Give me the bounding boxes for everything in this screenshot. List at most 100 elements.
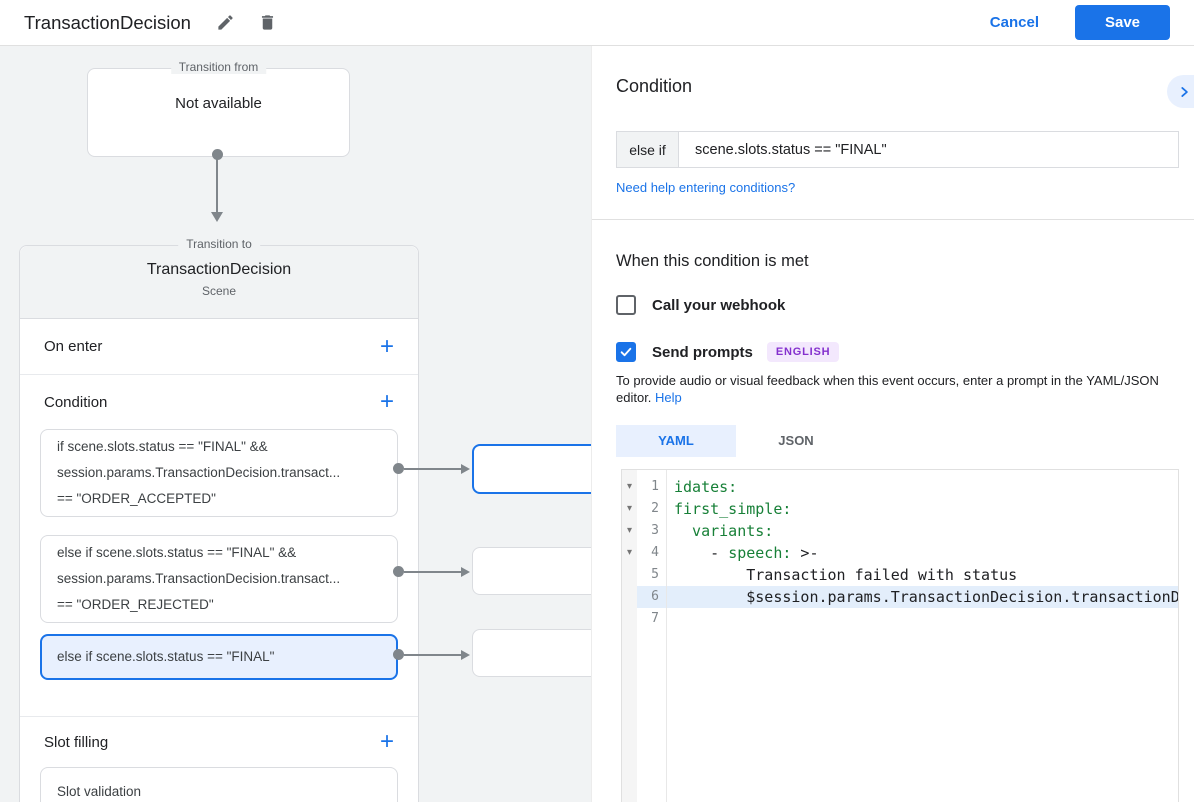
editor-line: 6 $session.params.TransactionDecision.tr… (622, 586, 1178, 608)
when-condition-section: When this condition is met Call your web… (592, 220, 1194, 802)
transition-from-label: Transition from (170, 60, 267, 74)
prompt-hint-body: To provide audio or visual feedback when… (616, 373, 1159, 405)
fold-toggle-icon[interactable]: ▾ (626, 525, 633, 536)
arrow-down-icon (211, 212, 223, 222)
transition-target-box[interactable] (472, 444, 591, 494)
condition-editor-panel: Condition else if Need help entering con… (591, 46, 1194, 802)
code-line[interactable]: $session.params.TransactionDecision.tran… (674, 588, 1179, 606)
check-icon (620, 347, 632, 357)
fold-toggle-icon[interactable]: ▾ (626, 481, 633, 492)
arrow-right-icon (461, 650, 470, 660)
connector-line (404, 654, 461, 656)
scene-subtitle: Scene (201, 284, 237, 298)
condition-header-section: Condition else if Need help entering con… (592, 46, 1194, 220)
on-enter-label: On enter (44, 338, 103, 355)
code-line[interactable]: - speech: >- (674, 544, 819, 562)
slot-filling-section: Slot filling + Slot validation (20, 717, 418, 802)
page-title: TransactionDecision (24, 11, 191, 33)
collapse-panel-button[interactable] (1167, 75, 1194, 108)
line-number: 2 (651, 501, 659, 516)
condition-item[interactable]: if scene.slots.status == "FINAL" &&sessi… (40, 429, 398, 517)
fold-toggle-icon[interactable]: ▾ (626, 547, 633, 558)
connector-line (404, 571, 461, 573)
editor-line: ▾ 1 idates: (622, 476, 1178, 498)
transition-from-box[interactable]: Transition from Not available (87, 60, 350, 157)
code-line[interactable]: first_simple: (674, 500, 792, 518)
connector-dot (393, 566, 404, 577)
tab-yaml[interactable]: YAML (616, 425, 736, 457)
webhook-label: Call your webhook (652, 296, 786, 314)
condition-line: session.params.TransactionDecision.trans… (57, 465, 341, 480)
language-badge: ENGLISH (766, 342, 840, 362)
scene-title: TransactionDecision (146, 261, 292, 278)
webhook-checkbox[interactable] (616, 295, 636, 315)
save-button[interactable]: Save (1075, 5, 1170, 40)
condition-line: else if scene.slots.status == "FINAL" (57, 649, 275, 664)
chevron-right-icon (1180, 86, 1188, 97)
connector-dot (393, 463, 404, 474)
yaml-code-editor[interactable]: ▾ 1 idates: ▾ 2 first_simple: ▾ 3 variants: ▾ 4 -… (621, 469, 1179, 802)
code-line[interactable]: Transaction failed with status (674, 566, 1018, 584)
code-line[interactable] (666, 608, 1178, 630)
arrow-right-icon (461, 464, 470, 474)
on-enter-row: On enter + (20, 319, 418, 375)
editor-line: 7 (622, 608, 1178, 630)
condition-help-link[interactable]: Need help entering conditions? (616, 180, 796, 195)
arrow-right-icon (461, 567, 470, 577)
prompt-hint-text: To provide audio or visual feedback when… (616, 372, 1191, 406)
delete-icon[interactable] (257, 12, 279, 34)
editor-line: ▾ 3 variants: (622, 520, 1178, 542)
transition-target-box[interactable] (472, 629, 591, 677)
connector-dot (393, 649, 404, 660)
line-number: 1 (651, 479, 659, 494)
cancel-button[interactable]: Cancel (989, 14, 1039, 31)
help-link[interactable]: Help (655, 390, 682, 405)
transition-from-content: Not available (175, 95, 262, 112)
condition-panel-title: Condition (616, 76, 693, 96)
add-on-enter-icon[interactable]: + (379, 332, 394, 360)
fold-toggle-icon[interactable]: ▾ (626, 503, 633, 514)
editor-format-tabs: YAML JSON (616, 425, 1178, 457)
send-prompts-label: Send prompts (652, 343, 753, 361)
slot-validation-item[interactable]: Slot validation (40, 767, 398, 802)
tab-json[interactable]: JSON (778, 433, 814, 448)
line-number: 5 (651, 567, 659, 582)
add-slot-icon[interactable]: + (379, 728, 394, 755)
transition-target-box[interactable] (472, 547, 591, 595)
condition-item[interactable]: else if scene.slots.status == "FINAL" &&… (40, 535, 398, 623)
line-number: 6 (651, 589, 659, 604)
edit-icon[interactable] (215, 12, 237, 34)
editor-rows: ▾ 1 idates: ▾ 2 first_simple: ▾ 3 variants: ▾ 4 -… (622, 476, 1178, 630)
editor-line: ▾ 4 - speech: >- (622, 542, 1178, 564)
condition-line: else if scene.slots.status == "FINAL" && (57, 545, 297, 560)
connector-line (404, 468, 461, 470)
add-condition-icon[interactable]: + (379, 388, 394, 415)
scene-flow-panel: Transition from Not available Transition… (0, 46, 591, 802)
transition-to-label: Transition to (178, 237, 260, 251)
condition-line: == "ORDER_REJECTED" (57, 597, 214, 612)
fold-gutter (622, 608, 637, 630)
condition-line: session.params.TransactionDecision.trans… (57, 571, 341, 586)
condition-section: Condition + if scene.slots.status == "FI… (20, 375, 418, 717)
code-line[interactable]: variants: (674, 522, 774, 540)
connector-line (216, 158, 218, 212)
slot-filling-label: Slot filling (44, 733, 109, 751)
condition-section-label: Condition (44, 393, 108, 411)
webhook-row: Call your webhook (616, 295, 1178, 315)
condition-prefix-label: else if (617, 132, 679, 167)
send-prompts-row: Send prompts ENGLISH (616, 342, 1178, 362)
line-number: 4 (651, 545, 659, 560)
condition-expression-input[interactable] (679, 132, 1178, 167)
editor-line: 5 Transaction failed with status (622, 564, 1178, 586)
code-line[interactable]: idates: (674, 478, 738, 496)
scene-card-header[interactable]: TransactionDecision Scene (20, 246, 418, 319)
top-bar: TransactionDecision Cancel Save (0, 0, 1194, 46)
send-prompts-checkbox[interactable] (616, 342, 636, 362)
editor-line: ▾ 2 first_simple: (622, 498, 1178, 520)
transition-to-card: Transition to TransactionDecision Scene … (19, 237, 419, 802)
line-number: 3 (651, 523, 659, 538)
line-number: 7 (651, 611, 659, 626)
condition-item[interactable]: else if scene.slots.status == "FINAL" (40, 634, 398, 680)
condition-list: if scene.slots.status == "FINAL" &&sessi… (20, 429, 418, 716)
fold-gutter (622, 586, 637, 608)
